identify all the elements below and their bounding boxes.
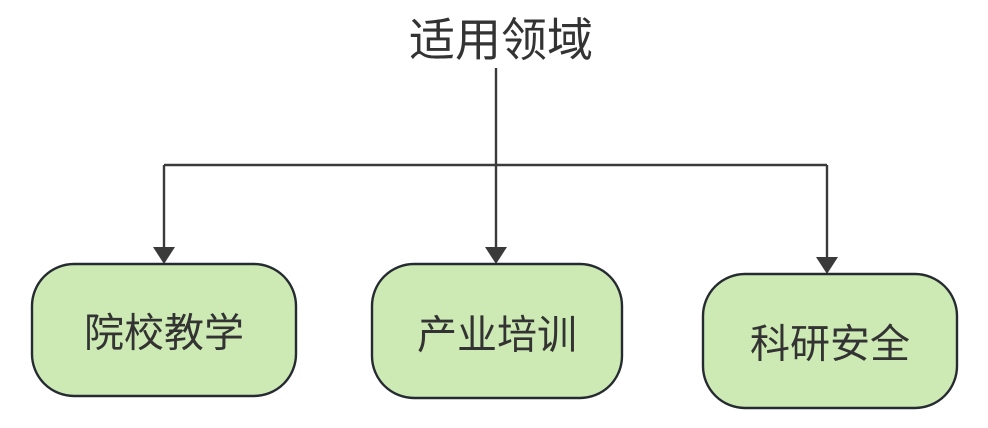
node-院校教学[interactable]: 院校教学: [30, 262, 298, 398]
node-1-label: 院校教学: [84, 312, 244, 356]
arrowhead-to-node-2-icon: [485, 247, 507, 264]
node-3-shape[interactable]: [701, 272, 959, 410]
root-node-label: 适用领域: [409, 14, 593, 66]
node-2-shape[interactable]: [370, 262, 624, 400]
node-3-label: 科研安全: [750, 323, 910, 367]
node-2-label: 产业培训: [417, 314, 577, 358]
node-1-shape[interactable]: [30, 262, 298, 398]
node-科研安全[interactable]: 科研安全: [701, 272, 959, 410]
node-产业培训[interactable]: 产业培训: [370, 262, 624, 400]
arrowhead-to-node-3-icon: [816, 257, 838, 274]
arrowhead-to-node-1-icon: [153, 247, 175, 264]
root-node: 适用领域: [409, 14, 593, 66]
edge-group: [153, 68, 838, 274]
